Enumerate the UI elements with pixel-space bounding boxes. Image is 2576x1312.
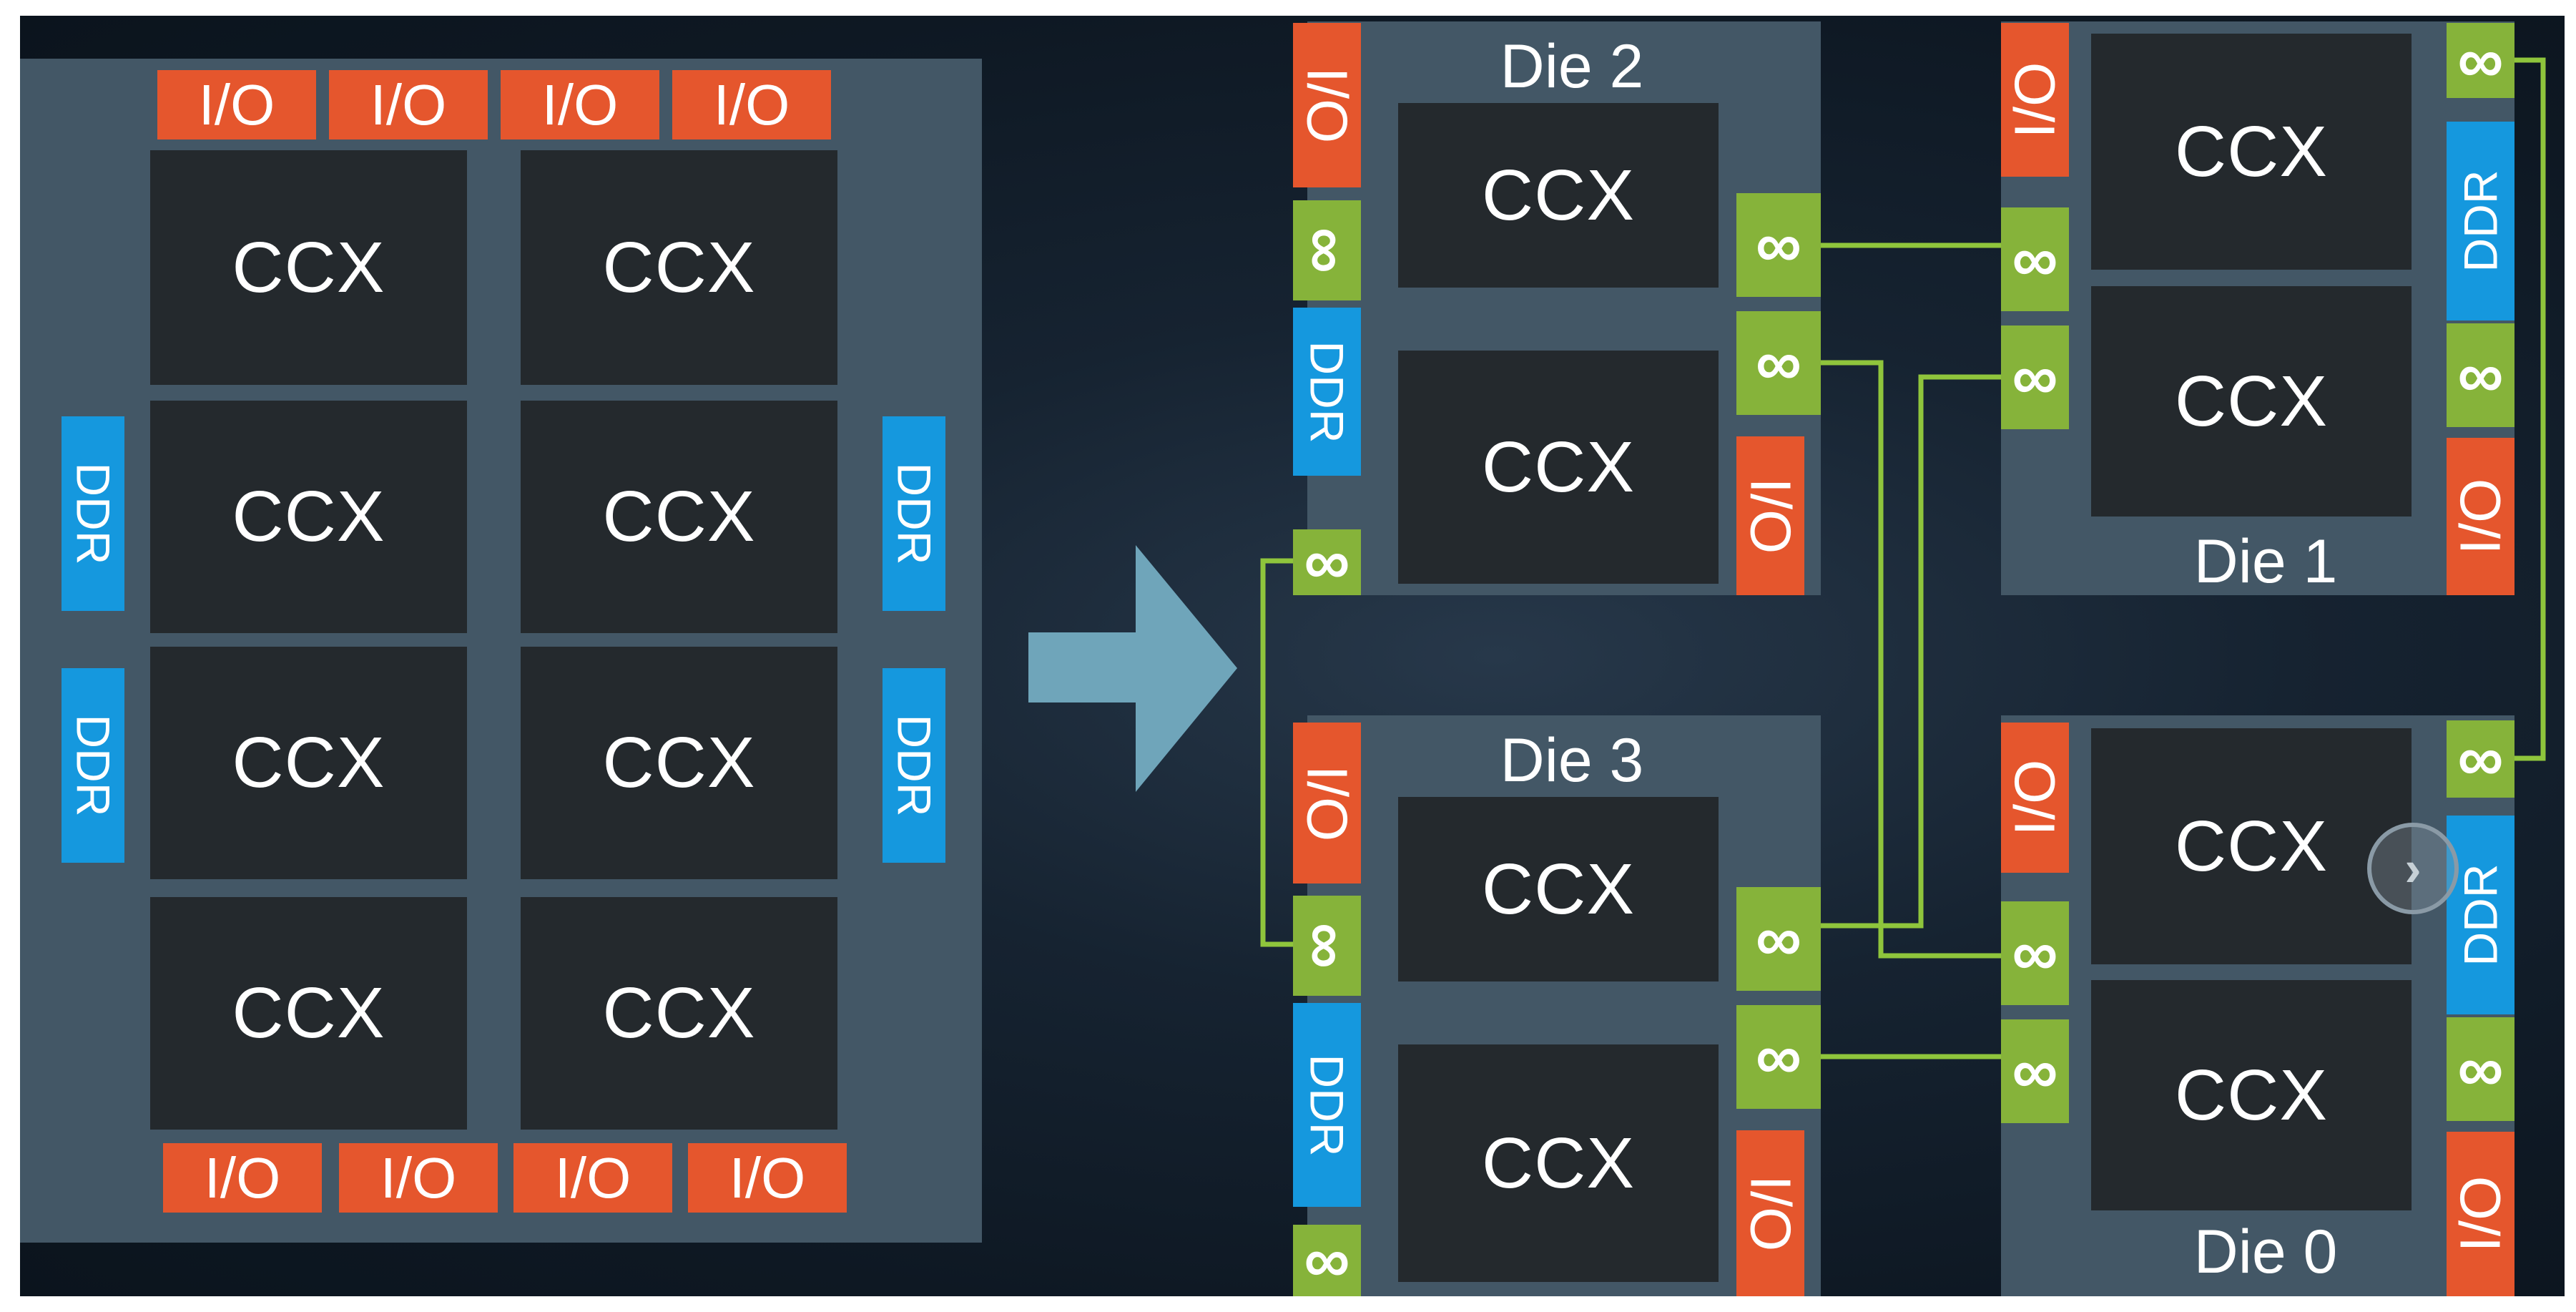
diagram-canvas: I/O I/O I/O I/O CCX CCX CCX CCX CCX CCX … [20, 16, 2565, 1296]
die-0-label: Die 0 [2193, 1218, 2338, 1286]
ccx-block: CCX [150, 401, 467, 633]
infinity-icon: ∞ [1736, 1005, 1821, 1109]
io-block: I/O [1293, 23, 1361, 187]
ddr-block: DDR [62, 668, 124, 863]
io-block: I/O [339, 1143, 498, 1213]
ccx-block: CCX [521, 401, 837, 633]
infinity-icon: ∞ [1291, 896, 1362, 996]
ccx-block: CCX [150, 897, 467, 1130]
io-block: I/O [2447, 1132, 2514, 1296]
io-block: I/O [513, 1143, 672, 1213]
ddr-block: DDR [62, 416, 124, 611]
infinity-icon: ∞ [2447, 23, 2514, 98]
io-block: I/O [1293, 723, 1361, 883]
ddr-block: DDR [883, 668, 945, 863]
infinity-icon: ∞ [1736, 887, 1821, 991]
fabric-link [2514, 57, 2546, 761]
io-block: I/O [157, 70, 316, 139]
chevron-right-icon[interactable]: › [2367, 823, 2459, 914]
infinity-icon: ∞ [2447, 323, 2514, 427]
infinity-icon: ∞ [2001, 1019, 2069, 1123]
ccx-block: CCX [150, 150, 467, 385]
die-3-label: Die 3 [1500, 726, 1644, 795]
io-block: I/O [329, 70, 488, 139]
ccx-block: CCX [521, 647, 837, 879]
infinity-icon: ∞ [1736, 193, 1821, 297]
infinity-icon: ∞ [2001, 325, 2069, 429]
ccx-block: CCX [150, 647, 467, 879]
ccx-block: CCX [521, 897, 837, 1130]
fabric-link [1821, 360, 2001, 959]
ccx-block: CCX [2091, 728, 2412, 964]
infinity-icon: ∞ [2447, 720, 2514, 798]
infinity-icon: ∞ [2001, 901, 2069, 1005]
infinity-fabric-links [1260, 57, 2546, 1059]
io-block: I/O [501, 70, 659, 139]
infinity-icon: ∞ [1293, 529, 1361, 595]
ccx-block: CCX [1398, 103, 1719, 288]
ddr-block: DDR [1293, 308, 1361, 476]
ddr-block: DDR [883, 416, 945, 611]
infinity-icon: ∞ [2001, 207, 2069, 311]
ccx-block: CCX [2091, 286, 2412, 517]
fabric-link [1821, 374, 2001, 929]
io-block: I/O [688, 1143, 847, 1213]
io-block: I/O [2001, 723, 2069, 873]
io-block: I/O [2001, 23, 2069, 177]
io-block: I/O [163, 1143, 322, 1213]
infinity-icon: ∞ [2447, 1017, 2514, 1121]
ccx-block: CCX [1398, 1044, 1719, 1282]
ccx-block: CCX [1398, 797, 1719, 981]
ddr-block: DDR [1293, 1003, 1361, 1207]
io-block: I/O [672, 70, 831, 139]
ddr-block: DDR [2447, 816, 2514, 1014]
io-block: I/O [1736, 1130, 1804, 1296]
infinity-icon: ∞ [1736, 311, 1821, 415]
die-1-label: Die 1 [2193, 527, 2338, 596]
ddr-block: DDR [2447, 122, 2514, 320]
fabric-link [1260, 558, 1293, 947]
io-block: I/O [1736, 436, 1804, 595]
ccx-block: CCX [521, 150, 837, 385]
io-block: I/O [2447, 438, 2514, 595]
ccx-block: CCX [2091, 980, 2412, 1210]
ccx-block: CCX [2091, 34, 2412, 270]
infinity-icon: ∞ [1291, 200, 1362, 300]
infinity-icon: ∞ [1293, 1225, 1361, 1296]
die-2-label: Die 2 [1500, 32, 1644, 101]
ccx-block: CCX [1398, 351, 1719, 584]
right-arrow-icon [1028, 545, 1237, 792]
